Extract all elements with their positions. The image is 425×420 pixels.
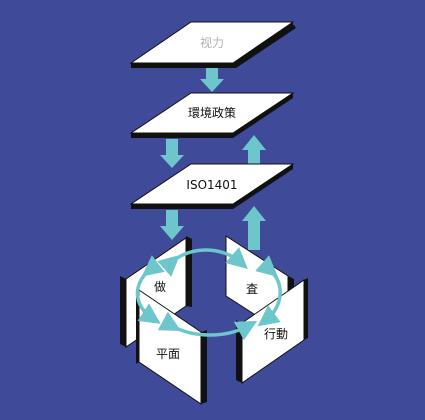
panel-act-label: 行動 <box>264 327 288 341</box>
plane-environment-policy: 環境政策 <box>129 92 295 138</box>
panel-plan-label: 平面 <box>156 347 180 361</box>
panel-do-label: 做 <box>154 279 166 294</box>
arrow-down-iso-to-cycle <box>160 210 184 240</box>
arrow-up-cycle-to-iso <box>242 206 266 250</box>
plane-iso-label: ISO1401 <box>186 178 237 192</box>
panel-check-label: 査 <box>246 282 258 296</box>
arrow-up-iso-to-policy <box>242 135 266 165</box>
cycle-arrow-right <box>255 255 282 327</box>
plane-vision-label: 视力 <box>200 35 224 50</box>
plane-policy-label: 環境政策 <box>188 105 236 120</box>
cycle-arrow-left <box>135 255 165 324</box>
cycle-arrow-bottom <box>157 311 258 341</box>
plane-vision: 视力 <box>129 21 296 68</box>
plane-iso: ISO1401 <box>129 163 295 209</box>
cycle-arrow-top <box>157 247 248 277</box>
cycle-arrows <box>135 247 282 341</box>
arrow-down-vision-to-policy <box>200 68 224 92</box>
arrow-down-policy-to-iso <box>160 139 184 168</box>
